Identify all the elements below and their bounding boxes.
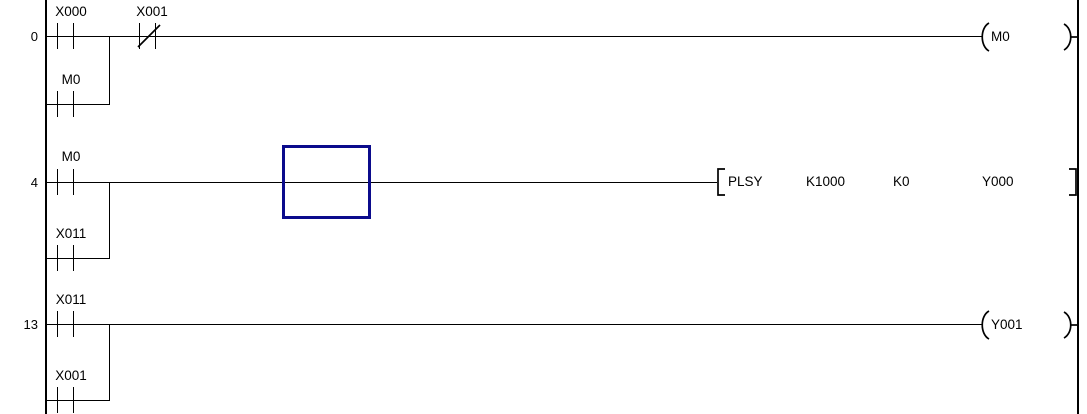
left-power-rail	[45, 0, 47, 414]
rung-number-0: 0	[30, 29, 38, 44]
rung0-main-wire	[45, 36, 982, 37]
rung-number-4: 4	[30, 175, 38, 190]
instruction-operand-1[interactable]: K1000	[806, 174, 846, 189]
instruction-operand-2[interactable]: K0	[893, 174, 910, 189]
contact-bar-left	[57, 169, 58, 195]
contact-bar-right	[73, 23, 74, 49]
rung13-main-wire	[45, 324, 982, 325]
contact-bar-left	[57, 23, 58, 49]
contact-label-x011-rung4: X011	[55, 226, 87, 241]
instruction-operand-3[interactable]: Y000	[982, 174, 1014, 189]
rung4-branch-connector	[109, 182, 110, 259]
right-power-rail	[1077, 0, 1079, 414]
rung13-rail-continuation-arrow-icon	[1063, 310, 1077, 340]
coil-y001[interactable]	[976, 310, 990, 340]
contact-label-x001-rung13: X001	[55, 368, 87, 383]
contact-bar-right	[73, 245, 74, 271]
contact-bar-left	[57, 245, 58, 271]
contact-bar-left	[139, 23, 140, 49]
contact-bar-right	[73, 91, 74, 117]
rung0-rail-continuation-arrow-icon	[1063, 22, 1077, 52]
contact-bar-left	[57, 387, 58, 413]
contact-bar-left	[57, 311, 58, 337]
rung4-main-wire	[45, 182, 717, 183]
coil-m0[interactable]	[976, 22, 990, 52]
contact-label-m0: M0	[61, 149, 81, 164]
contact-bar-right	[73, 387, 74, 413]
contact-bar-right	[73, 169, 74, 195]
coil-label-y001: Y001	[991, 317, 1023, 332]
contact-label-m0-branch: M0	[61, 72, 81, 87]
contact-x011-normally-open-rung4[interactable]	[57, 245, 75, 271]
contact-x001-normally-closed[interactable]	[137, 23, 161, 49]
contact-label-x001: X001	[136, 4, 168, 19]
contact-x001-normally-open-rung13[interactable]	[57, 387, 75, 413]
rung0-branch-connector	[109, 36, 110, 105]
rung0-branch-wire	[45, 104, 110, 105]
coil-label-m0: M0	[991, 29, 1010, 44]
contact-label-x000: X000	[55, 4, 87, 19]
instruction-mnemonic-plsy[interactable]: PLSY	[728, 174, 763, 189]
rung13-branch-wire	[45, 400, 110, 401]
contact-bar-right	[155, 23, 156, 49]
rung4-branch-wire	[45, 258, 110, 259]
contact-bar-right	[73, 311, 74, 337]
contact-m0-normally-open[interactable]	[57, 91, 75, 117]
contact-bar-left	[57, 91, 58, 117]
contact-x000-normally-open[interactable]	[57, 23, 75, 49]
contact-negation-slash-icon	[137, 24, 161, 48]
contact-m0-normally-open-rung4[interactable]	[57, 169, 75, 195]
contact-label-x011-rung13: X011	[55, 292, 87, 307]
instruction-close-bracket-icon	[1068, 168, 1077, 196]
contact-x011-normally-open-rung13[interactable]	[57, 311, 75, 337]
rung13-branch-connector	[109, 324, 110, 401]
instruction-open-bracket-icon	[717, 168, 726, 196]
rung-number-13: 13	[23, 317, 38, 332]
selection-cursor[interactable]	[282, 145, 371, 219]
